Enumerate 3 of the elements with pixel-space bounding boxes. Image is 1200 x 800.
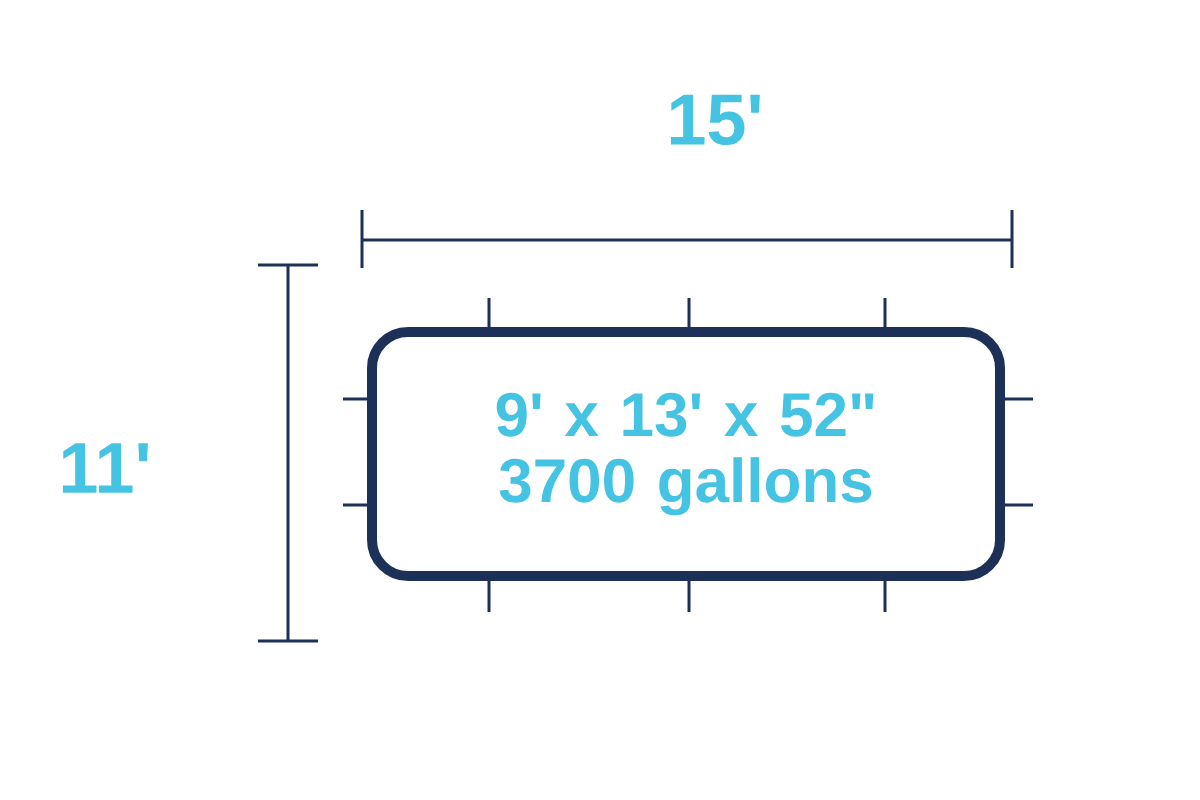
dimension-label: 11' xyxy=(62,443,148,493)
pool-outline: 9' x 13' x 52" 3700 gallons xyxy=(367,327,1005,581)
dimension-label: 15' xyxy=(670,94,760,146)
